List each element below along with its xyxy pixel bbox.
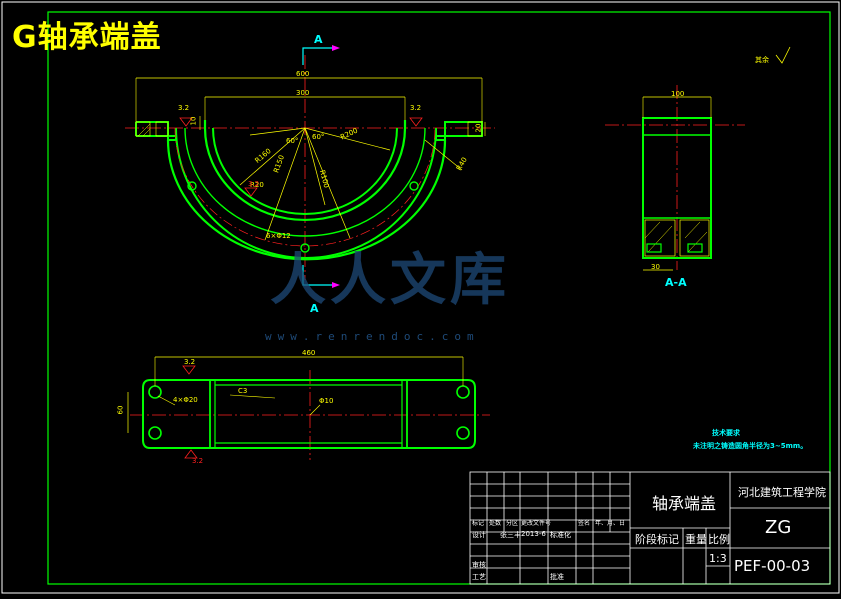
title-block-frame xyxy=(469,471,831,585)
top-view xyxy=(127,356,490,460)
drawing-title: G轴承端盖 xyxy=(12,20,162,55)
scale-value: 1:3 xyxy=(709,552,727,565)
header-zone: 分区 xyxy=(506,520,519,527)
front-view xyxy=(125,45,495,288)
tech-requirements-title: 技术要求 xyxy=(712,429,740,437)
header-date: 年、月、日 xyxy=(595,520,626,527)
header-file: 更改文件号 xyxy=(521,520,552,527)
process-label: 工艺 xyxy=(472,573,486,581)
designer-name: 张三丰 xyxy=(500,531,521,539)
drawing-number: PEF-00-03 xyxy=(734,557,811,575)
inner-border xyxy=(47,11,831,585)
standard-label: 标准化 xyxy=(550,531,571,539)
header-mark: 标记 xyxy=(472,520,485,527)
stage-label: 阶段标记 xyxy=(635,533,679,546)
header-count: 处数 xyxy=(489,520,502,527)
school-name: 河北建筑工程学院 xyxy=(738,486,826,499)
tech-requirements-text: 未注明之铸造圆角半径为3~5mm。 xyxy=(693,442,808,450)
design-label: 设计 xyxy=(472,531,486,539)
scale-label: 比例 xyxy=(708,533,730,546)
design-date: 2013-6 xyxy=(521,530,546,538)
material: ZG xyxy=(765,517,792,538)
watermark-url: www.renrendoc.com xyxy=(265,330,480,343)
watermark-logo: 人人文库 xyxy=(270,248,510,313)
review-label: 审核 xyxy=(472,561,486,569)
approve-label: 批准 xyxy=(550,573,564,581)
weight-label: 重量 xyxy=(685,533,707,546)
header-sign: 签名 xyxy=(578,520,591,527)
roughness-symbol xyxy=(775,46,791,64)
part-name: 轴承端盖 xyxy=(652,494,717,513)
side-view xyxy=(605,85,745,271)
